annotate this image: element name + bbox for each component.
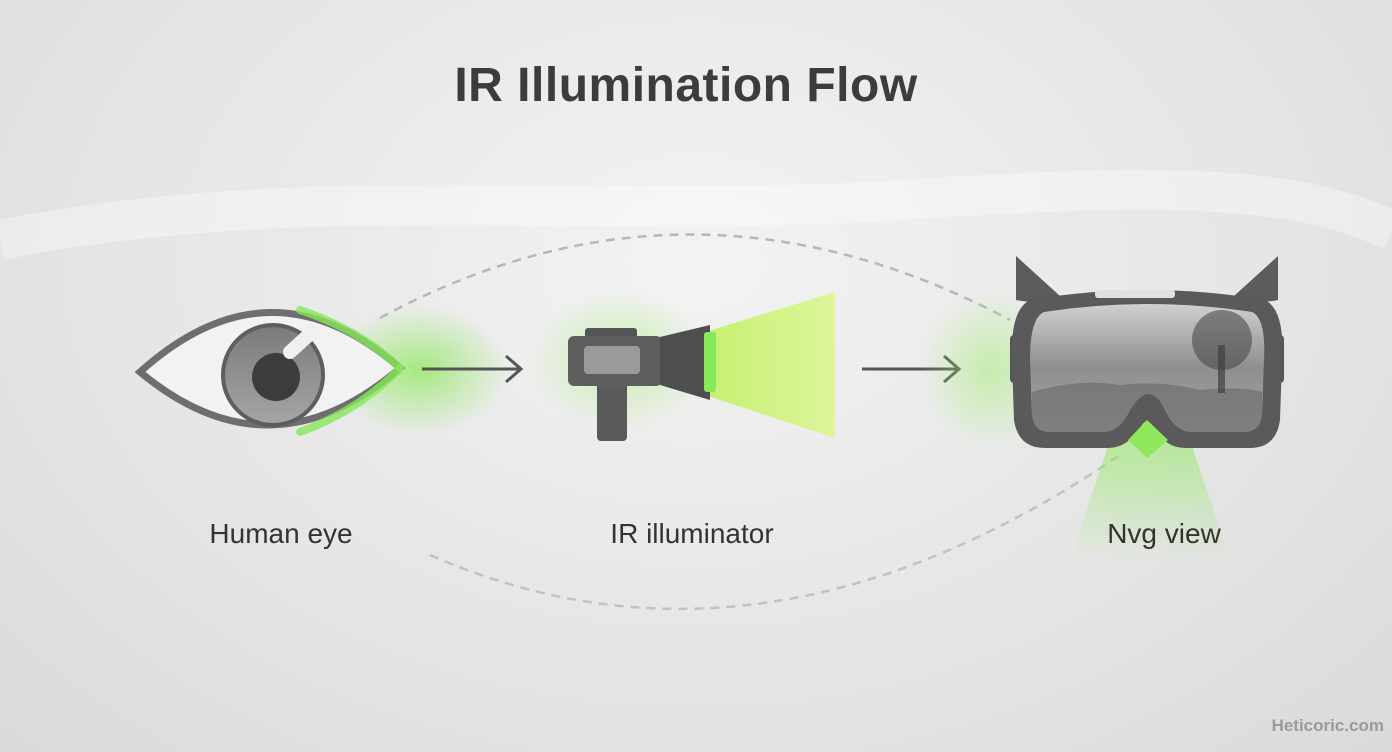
watermark: Heticoric.com	[1271, 716, 1384, 735]
night-vision-goggles-icon	[920, 256, 1284, 560]
background-wave	[0, 170, 1392, 260]
dashed-arc-top	[379, 233, 1011, 322]
node-label-nvg-view: Nvg view	[1107, 518, 1221, 549]
flow-arrow	[422, 354, 524, 384]
node-label-ir-illuminator: IR illuminator	[610, 518, 774, 549]
node-label-human-eye: Human eye	[209, 518, 353, 549]
diagram-title: IR Illumination Flow	[454, 59, 918, 112]
ir-illuminator-icon	[530, 290, 835, 441]
eye-icon	[134, 305, 510, 436]
dashed-arc-bottom	[429, 453, 1121, 611]
